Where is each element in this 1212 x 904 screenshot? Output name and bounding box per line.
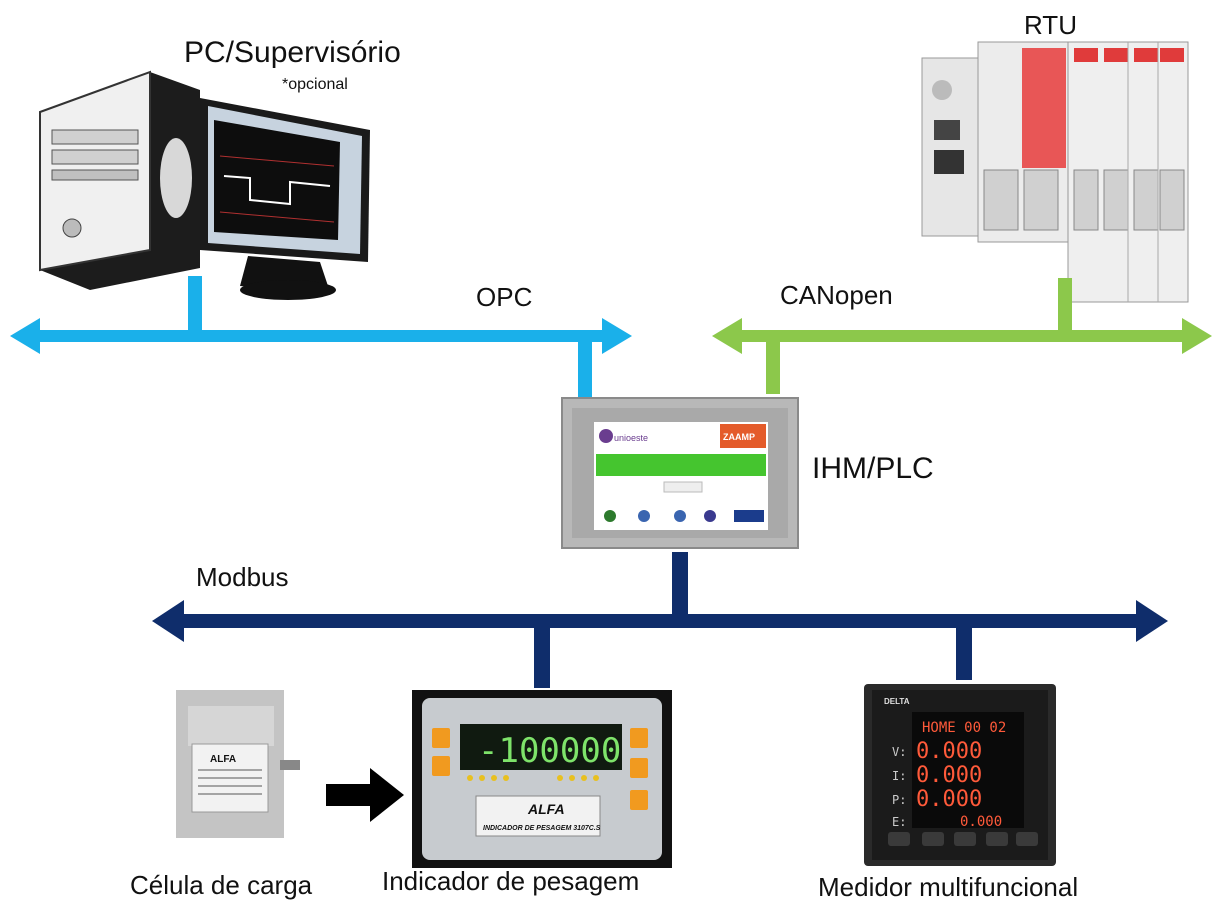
meter-row-label: I: <box>892 769 906 783</box>
meter-brand: DELTA <box>884 697 910 706</box>
load-cell-brand: ALFA <box>210 754 236 765</box>
medidor-label: Medidor multifuncional <box>818 872 1079 902</box>
pc-note: *opcional <box>282 76 348 93</box>
indicador-label: Indicador de pesagem <box>382 866 640 896</box>
meter-row-label: V: <box>892 745 906 759</box>
ihm-label: IHM/PLC <box>812 452 934 485</box>
load-cell-icon <box>176 690 300 838</box>
modbus-label: Modbus <box>196 562 289 592</box>
meter-header: HOME 00 02 <box>922 720 1006 736</box>
arrow-right-icon <box>326 768 404 822</box>
indicator-caption: INDICADOR DE PESAGEM 3107C.S <box>483 825 601 832</box>
meter-row-value: 0.000 <box>916 763 982 788</box>
canopen-label: CANopen <box>780 280 893 310</box>
opc-label: OPC <box>476 282 533 312</box>
canopen-bus <box>712 278 1212 394</box>
rtu-label: RTU <box>1024 10 1077 40</box>
weighing-indicator-icon <box>412 690 672 868</box>
meter-row-value: 0.000 <box>916 787 982 812</box>
rtu-device-icon <box>921 41 1189 303</box>
indicator-display: -100000 <box>478 731 621 771</box>
celula-label: Célula de carga <box>130 870 313 900</box>
opc-bus <box>10 276 632 400</box>
indicator-brand: ALFA <box>527 801 565 817</box>
pc-label: PC/Supervisório <box>184 36 401 69</box>
meter-row-label: E: <box>892 815 906 829</box>
ihm-plc-panel <box>561 397 799 549</box>
hmi-logo-left: unioeste <box>614 433 648 443</box>
modbus-bus <box>152 552 1168 688</box>
meter-row-label: P: <box>892 793 906 807</box>
meter-row-value: 0.000 <box>960 814 1002 830</box>
pc-computer-icon <box>39 70 370 300</box>
meter-row-value: 0.000 <box>916 739 982 764</box>
multifunction-meter-icon <box>864 684 1056 866</box>
hmi-logo-right: ZAAMP <box>723 432 755 442</box>
